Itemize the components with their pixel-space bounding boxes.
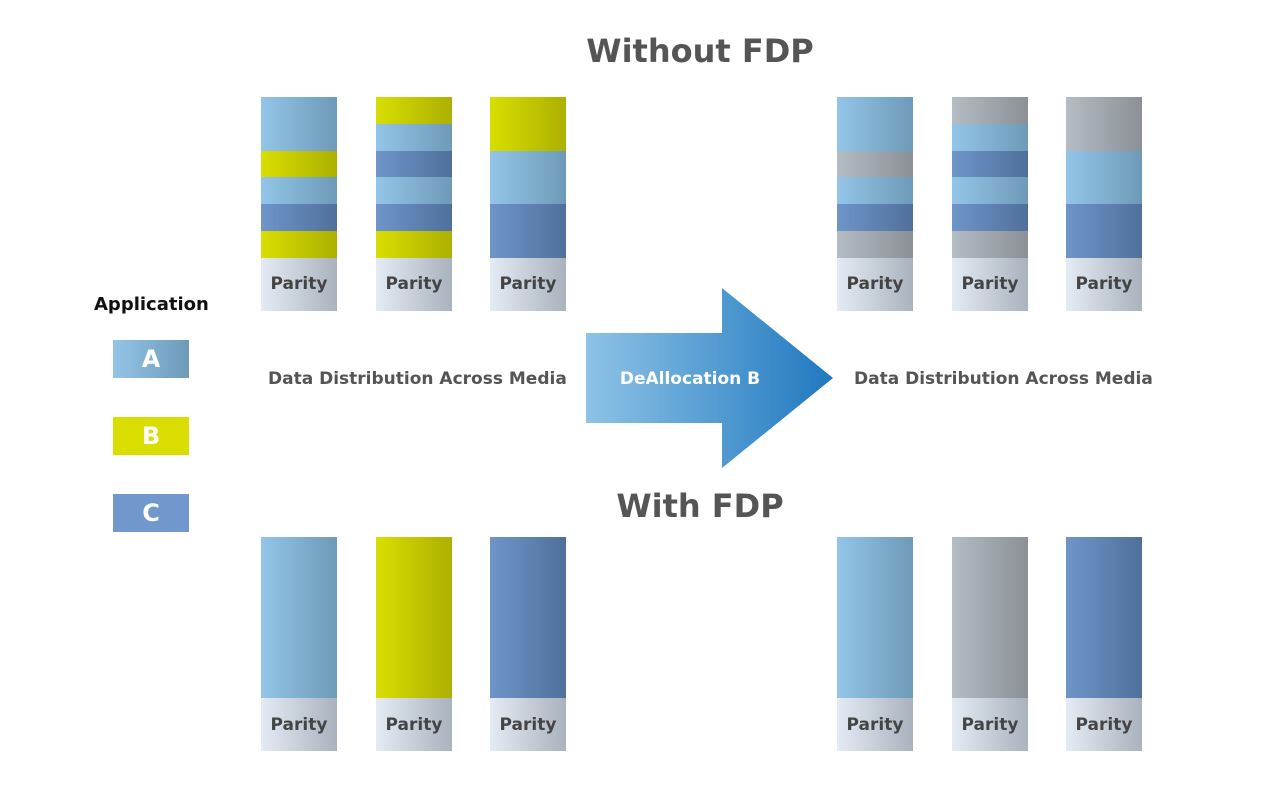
media-column-bottom-right: Parity <box>837 537 913 751</box>
data-block-g <box>952 97 1028 124</box>
parity-block: Parity <box>376 257 452 311</box>
data-block-c <box>490 204 566 258</box>
legend-item-c: C <box>113 494 189 532</box>
parity-block: Parity <box>837 257 913 311</box>
media-column-top-left: Parity <box>490 97 566 311</box>
data-block-a <box>837 537 913 698</box>
title-with-fdp: With FDP <box>616 487 784 525</box>
arrow-label: DeAllocation B <box>619 369 761 389</box>
data-block-c <box>837 204 913 232</box>
media-column-bottom-left: Parity <box>376 537 452 751</box>
data-block-c <box>376 150 452 178</box>
parity-block: Parity <box>490 257 566 311</box>
data-block-b <box>376 97 452 124</box>
data-block-c <box>1066 537 1142 698</box>
data-block-b <box>261 231 337 258</box>
data-block-c <box>376 204 452 232</box>
media-column-top-left: Parity <box>376 97 452 311</box>
data-block-c <box>952 204 1028 232</box>
data-block-b <box>376 231 452 258</box>
parity-block: Parity <box>1066 257 1142 311</box>
media-column-top-right: Parity <box>837 97 913 311</box>
title-without-fdp: Without FDP <box>586 32 814 70</box>
media-column-bottom-left: Parity <box>490 537 566 751</box>
parity-block: Parity <box>837 698 913 751</box>
caption-right: Data Distribution Across Media <box>854 369 1153 389</box>
caption-left: Data Distribution Across Media <box>268 369 567 389</box>
data-block-a <box>837 177 913 205</box>
media-column-bottom-left: Parity <box>261 537 337 751</box>
media-column-top-left: Parity <box>261 97 337 311</box>
media-column-bottom-right: Parity <box>1066 537 1142 751</box>
data-block-b <box>376 537 452 698</box>
parity-block: Parity <box>490 698 566 751</box>
media-column-top-right: Parity <box>1066 97 1142 311</box>
data-block-a <box>376 123 452 151</box>
data-block-c <box>1066 204 1142 258</box>
data-block-a <box>261 177 337 205</box>
data-block-a <box>1066 150 1142 205</box>
data-block-g <box>1066 97 1142 151</box>
media-column-bottom-right: Parity <box>952 537 1028 751</box>
data-block-g <box>837 231 913 258</box>
data-block-a <box>952 123 1028 151</box>
data-block-a <box>261 97 337 151</box>
legend-item-b: B <box>113 417 189 455</box>
parity-block: Parity <box>376 698 452 751</box>
data-block-a <box>376 177 452 205</box>
data-block-b <box>261 150 337 178</box>
arrow-shape <box>586 288 833 468</box>
data-block-c <box>952 150 1028 178</box>
deallocation-arrow <box>586 288 833 468</box>
parity-block: Parity <box>261 257 337 311</box>
data-block-c <box>261 204 337 232</box>
data-block-g <box>952 231 1028 258</box>
data-block-g <box>837 150 913 178</box>
data-block-c <box>490 537 566 698</box>
parity-block: Parity <box>261 698 337 751</box>
media-column-top-right: Parity <box>952 97 1028 311</box>
data-block-b <box>490 97 566 151</box>
data-block-g <box>952 537 1028 698</box>
parity-block: Parity <box>952 257 1028 311</box>
parity-block: Parity <box>952 698 1028 751</box>
data-block-a <box>837 97 913 151</box>
legend-title: Application <box>94 294 209 315</box>
data-block-a <box>490 150 566 205</box>
data-block-a <box>261 537 337 698</box>
data-block-a <box>952 177 1028 205</box>
parity-block: Parity <box>1066 698 1142 751</box>
legend-item-a: A <box>113 340 189 378</box>
